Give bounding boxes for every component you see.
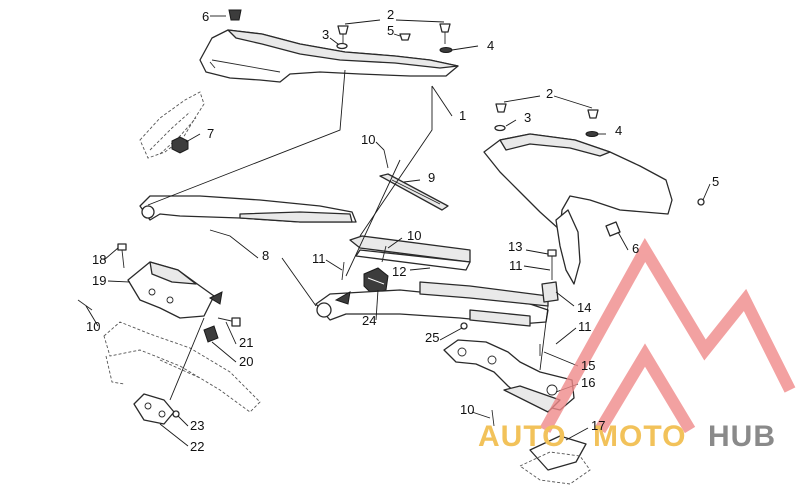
callout-label: 17 <box>591 418 605 433</box>
callout-label: 7 <box>207 126 214 141</box>
autotmotohub-logo-watermark <box>539 238 796 434</box>
callout-label: 6 <box>632 241 639 256</box>
left-frame-outline <box>139 91 205 159</box>
callout-label: 18 <box>92 252 106 267</box>
callout-label: 21 <box>239 335 253 350</box>
lower-left-frame-outline <box>103 321 261 413</box>
bracket-part-19 <box>127 261 223 319</box>
callout-label: 10 <box>361 132 375 147</box>
block-part-24 <box>363 267 389 295</box>
callout-label: 6 <box>202 9 209 24</box>
callout-label: 12 <box>392 264 406 279</box>
watermark-text-moto: MOTO <box>593 420 686 453</box>
callout-label: 2 <box>546 86 553 101</box>
callout-label: 11 <box>312 251 326 266</box>
callout-label: 16 <box>581 375 595 390</box>
callout-label: 19 <box>92 273 106 288</box>
plate-part-22 <box>133 393 175 425</box>
plate-part-17 <box>519 435 591 485</box>
callout-label: 3 <box>322 27 329 42</box>
bushing-part-14 <box>541 281 559 303</box>
callout-label: 13 <box>508 239 522 254</box>
right-side-panel <box>483 133 673 285</box>
rail-part-12 <box>349 235 471 271</box>
strip-part-9 <box>379 173 449 211</box>
left-side-panel <box>199 29 459 83</box>
callout-label: 14 <box>577 300 591 315</box>
nut-part-7 <box>171 136 189 154</box>
callout-label: 25 <box>425 330 439 345</box>
fasteners <box>77 9 705 427</box>
callout-label: 23 <box>190 418 204 433</box>
upper-rail <box>139 195 357 223</box>
callout-label: 1 <box>459 108 466 123</box>
callout-label: 20 <box>239 354 253 369</box>
callout-label: 10 <box>86 319 100 334</box>
callout-label: 10 <box>407 228 421 243</box>
callout-label: 15 <box>581 358 595 373</box>
bracket-part-15 <box>443 339 575 413</box>
callout-label: 11 <box>509 258 523 273</box>
callout-label: 22 <box>190 439 204 454</box>
lower-rail <box>315 281 549 327</box>
callout-label: 5 <box>712 174 719 189</box>
leader-lines <box>85 15 711 447</box>
watermark-text-hub: HUB <box>708 420 776 453</box>
clip-part-20 <box>203 325 219 343</box>
callout-label: 4 <box>615 123 622 138</box>
callout-label: 3 <box>524 110 531 125</box>
callout-label: 2 <box>387 7 394 22</box>
callout-label: 8 <box>262 248 269 263</box>
callout-label: 4 <box>487 38 494 53</box>
callout-label: 5 <box>387 23 394 38</box>
callout-label: 24 <box>362 313 376 328</box>
callout-label: 9 <box>428 170 435 185</box>
watermark-text-auto: AUTO <box>478 420 566 453</box>
callout-label: 11 <box>578 319 592 334</box>
callout-label: 10 <box>460 402 474 417</box>
